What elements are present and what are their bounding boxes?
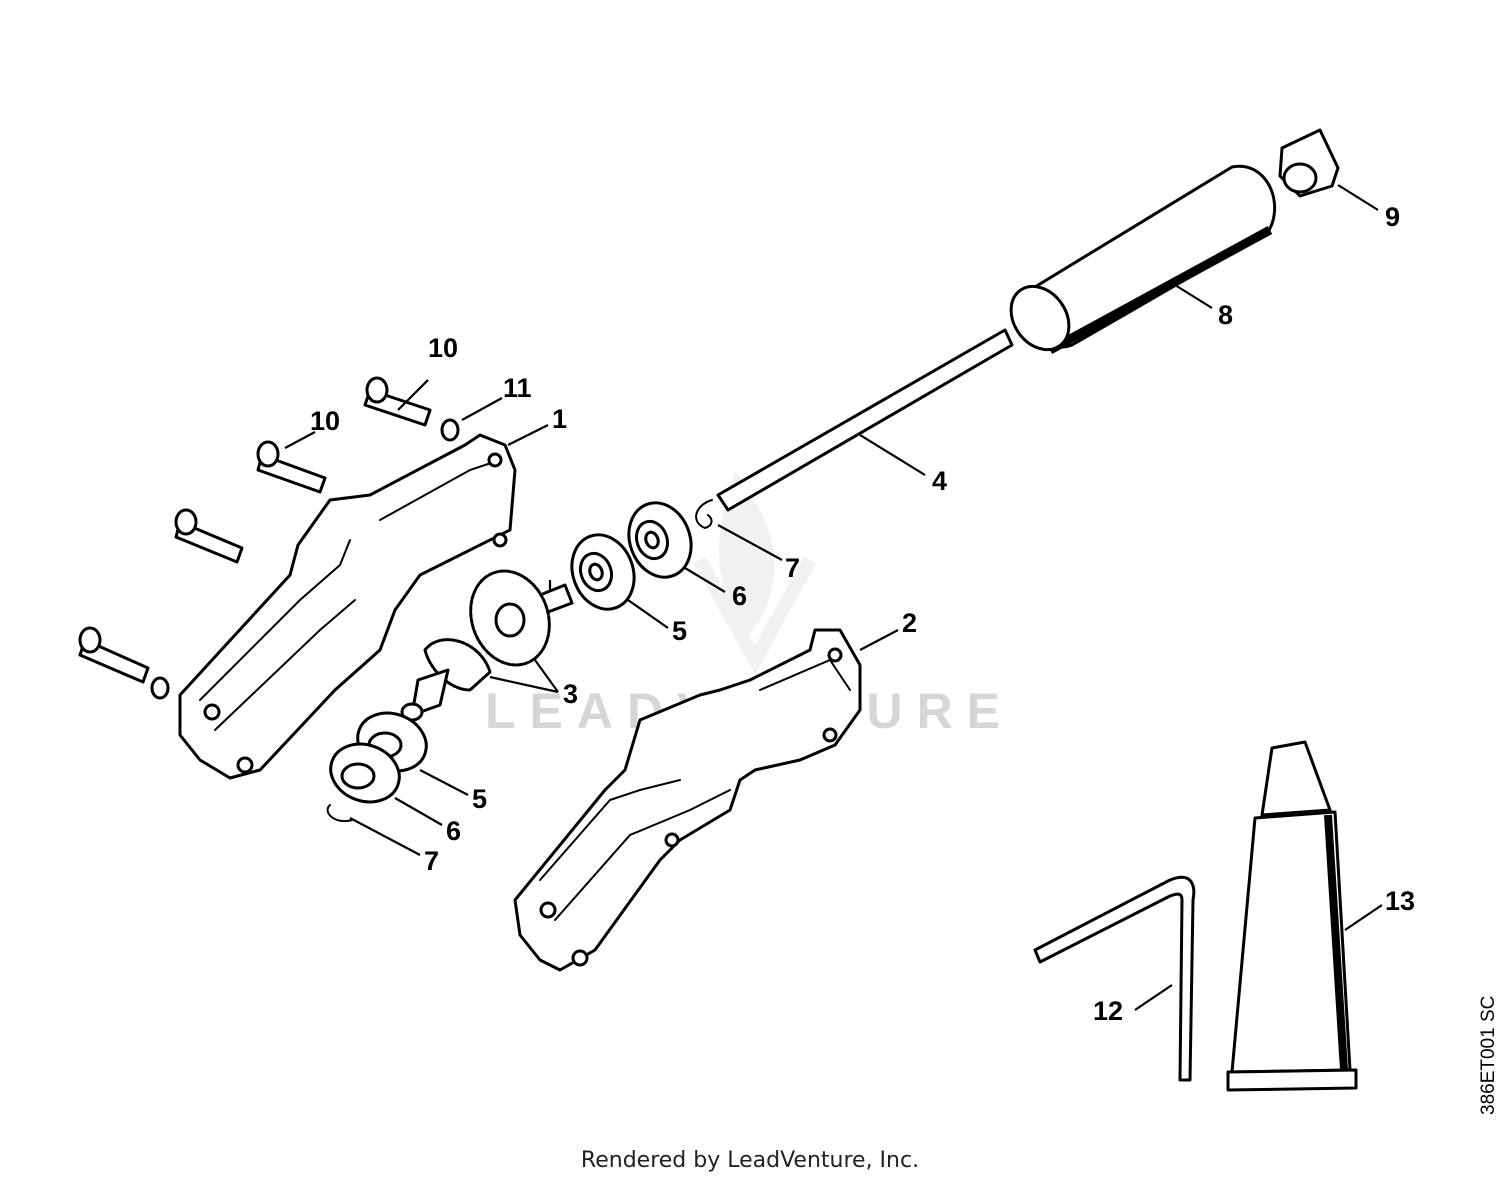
part-10-screw-upper — [363, 376, 432, 427]
part-4-drive-shaft — [716, 328, 1014, 512]
part-13-grease-tube — [1226, 740, 1358, 1092]
part-7-circlip-upper — [695, 499, 713, 530]
callout-5-upper: 5 — [672, 616, 687, 646]
callout-13: 13 — [1385, 886, 1415, 916]
part-10-screw-third — [174, 508, 244, 564]
part-11-washer-upper — [440, 418, 460, 442]
leader-lines — [284, 184, 1383, 1011]
part-8-tube — [1009, 164, 1277, 354]
part-5-bearing-upper — [570, 533, 636, 611]
part-11-washer-lower — [150, 676, 170, 700]
callout-6-upper: 6 — [732, 581, 747, 611]
callout-5-lower: 5 — [472, 784, 487, 814]
watermark-logo — [693, 470, 817, 675]
callout-3: 3 — [563, 679, 578, 709]
part-2-housing-half — [513, 628, 862, 972]
callout-1: 1 — [552, 404, 567, 434]
part-10-screw-lower — [78, 626, 150, 684]
part-12-hex-key — [1033, 876, 1196, 1082]
part-7-circlip-lower — [326, 804, 353, 823]
part-6-bearing-upper — [627, 501, 693, 579]
callout-7-lower: 7 — [424, 846, 439, 876]
callout-8: 8 — [1218, 300, 1233, 330]
part-3-bevel-gear-set — [400, 569, 574, 722]
callout-9: 9 — [1385, 202, 1400, 232]
callout-6-lower: 6 — [446, 816, 461, 846]
callout-10-upper: 10 — [428, 333, 458, 363]
callout-4: 4 — [932, 466, 947, 496]
callout-2: 2 — [902, 608, 917, 638]
callout-7-upper: 7 — [785, 553, 800, 583]
part-10-screw-middle — [256, 440, 327, 494]
part-9-end-cap — [1278, 128, 1340, 198]
render-credit: Rendered by LeadVenture, Inc. — [580, 1148, 920, 1173]
callout-12: 12 — [1093, 996, 1123, 1026]
part-6-bearing-lower — [329, 742, 401, 804]
part-1-housing-half — [178, 433, 517, 780]
drawing-code: 386ET001 SC — [1478, 995, 1499, 1115]
callout-10-lower: 10 — [310, 406, 340, 436]
callout-11: 11 — [503, 373, 532, 403]
